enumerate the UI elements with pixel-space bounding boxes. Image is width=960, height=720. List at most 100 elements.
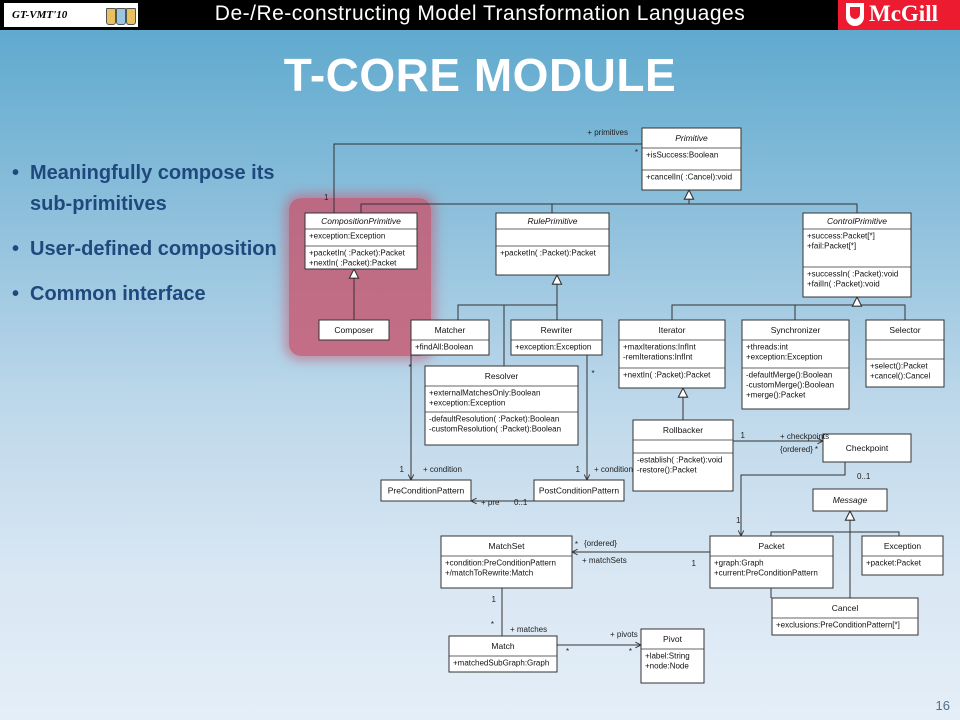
class-attribute: +fail:Packet[*]: [807, 242, 856, 251]
class-name: Pivot: [663, 634, 683, 644]
edge-label: + primitives: [587, 128, 628, 137]
edge-label: 1: [736, 516, 741, 525]
edge-label: 0..1: [514, 498, 528, 507]
class-operation: +failIn( :Packet):void: [807, 280, 880, 289]
class-operation: +successIn( :Packet):void: [807, 270, 898, 279]
class-exception: Exception +packet:Packet: [861, 535, 944, 576]
class-attribute: +exception:Exception: [746, 353, 822, 362]
class-operation: -customMerge():Boolean: [746, 381, 834, 390]
class-name: PreConditionPattern: [388, 486, 465, 496]
conference-badge-text: GT-VMT'10: [12, 9, 68, 21]
generalization-edge: [689, 203, 858, 213]
class-composer: Composer: [318, 319, 390, 341]
class-operation: +merge():Packet: [746, 391, 806, 400]
class-attribute: +findAll:Boolean: [415, 343, 473, 352]
class-name: Cancel: [832, 603, 859, 613]
generalization-edge: [457, 304, 557, 320]
class-attribute: +exclusions:PreConditionPattern[*]: [776, 621, 900, 630]
class-attribute: +success:Packet[*]: [807, 232, 875, 241]
edge-label: *: [408, 363, 411, 372]
class-operation: -customResolution( :Packet):Boolean: [429, 425, 561, 434]
class-name: Match: [491, 641, 514, 651]
class-checkpoint: Checkpoint: [822, 433, 912, 463]
class-operation: -restore():Packet: [637, 466, 697, 475]
bullet-item: • User-defined composition: [12, 234, 297, 265]
generalization-edge: [857, 304, 906, 320]
edge-label: 1: [741, 431, 746, 440]
generalization-edge: [360, 203, 689, 213]
class-name: ControlPrimitive: [827, 216, 887, 226]
class-matchset: MatchSet+condition:PreConditionPattern+/…: [440, 535, 573, 589]
class-cancel: Cancel +exclusions:PreConditionPattern[*]: [771, 597, 919, 636]
edge-label: 1: [324, 193, 329, 202]
generalization-edge: [770, 531, 850, 536]
bullet-icon: •: [12, 238, 20, 260]
beer-mug-icon: [126, 8, 136, 25]
class-name: Exception: [884, 541, 922, 551]
mcgill-logo-text: McGill: [869, 1, 938, 26]
class-name: Matcher: [435, 325, 466, 335]
edge-label: + condition: [423, 465, 462, 474]
class-postcondition: PostConditionPattern: [533, 479, 625, 502]
edge-label: 1: [492, 595, 497, 604]
top-banner: GT-VMT'10 De-/Re-constructing Model Tran…: [0, 0, 960, 30]
class-operation: -establish( :Packet):void: [637, 456, 722, 465]
class-attribute: +node:Node: [645, 662, 689, 671]
edge-label: 1: [400, 465, 405, 474]
class-attribute: +label:String: [645, 652, 690, 661]
class-matcher: Matcher +findAll:Boolean: [410, 319, 490, 356]
composition-edge: [330, 143, 642, 227]
edge-label: {ordered}: [584, 539, 617, 548]
bullet-text: Common interface: [30, 283, 206, 305]
class-attribute: +packet:Packet: [866, 559, 922, 568]
association-edge: [741, 462, 846, 536]
edge-label: 0..1: [857, 472, 871, 481]
conference-logo: GT-VMT'10: [4, 3, 138, 27]
class-name: Resolver: [485, 371, 519, 381]
class-attribute: +exception:Exception: [309, 232, 385, 241]
presentation-title: De-/Re-constructing Model Transformation…: [214, 2, 746, 25]
class-name: PostConditionPattern: [539, 486, 620, 496]
class-name: RulePrimitive: [527, 216, 577, 226]
class-operation: +cancel():Cancel: [870, 372, 930, 381]
class-attribute: +threads:int: [746, 343, 789, 352]
class-name: Primitive: [675, 133, 708, 143]
slide-title: T-CORE MODULE: [283, 49, 677, 101]
edge-label: *: [575, 540, 578, 549]
class-message: Message: [812, 488, 888, 512]
bullet-icon: •: [12, 283, 20, 305]
class-name: Synchronizer: [771, 325, 821, 335]
class-name: Composer: [334, 325, 373, 335]
beer-mug-icon: [106, 8, 116, 25]
class-name: CompositionPrimitive: [321, 216, 401, 226]
class-attribute: +matchedSubGraph:Graph: [453, 659, 549, 668]
class-selector: Selector +select():Packet+cancel():Cancel: [865, 319, 945, 388]
edge-label: *: [815, 445, 818, 454]
class-name: Rollbacker: [663, 425, 703, 435]
bullet-text: Meaningfully compose its sub-primitives: [30, 162, 275, 215]
edge-label: + checkpoints: [780, 432, 829, 441]
class-rule: RulePrimitive +packetIn( :Packet):Packet: [495, 212, 610, 276]
class-iterator: Iterator+maxIterations:InfInt-remIterati…: [618, 319, 726, 389]
class-attribute: +exception:Exception: [429, 399, 505, 408]
class-packet: Packet+graph:Graph+current:PreConditionP…: [709, 535, 834, 589]
class-attribute: +exception:Exception: [515, 343, 591, 352]
class-composition: CompositionPrimitive +exception:Exception…: [304, 212, 418, 270]
class-attribute: +maxIterations:InfInt: [623, 343, 696, 352]
class-resolver: Resolver +externalMatchesOnly:Boolean+exc…: [424, 365, 579, 446]
edge-label: *: [591, 369, 594, 378]
edge-label: + matches: [510, 625, 547, 634]
class-operation: +select():Packet: [870, 362, 928, 371]
class-pivot: Pivot +label:String+node:Node: [640, 628, 705, 684]
class-operation: +packetIn( :Packet):Packet: [309, 249, 406, 258]
class-name: Selector: [889, 325, 920, 335]
class-attribute: +externalMatchesOnly:Boolean: [429, 389, 540, 398]
bullet-text: User-defined composition: [30, 238, 277, 260]
class-name: MatchSet: [489, 541, 526, 551]
generalization-edge: [671, 304, 857, 320]
class-attribute: -remIterations:InfInt: [623, 353, 693, 362]
bullet-item: • Common interface: [12, 279, 297, 310]
edge-label: 1: [576, 465, 581, 474]
class-operation: +packetIn( :Packet):Packet: [500, 249, 597, 258]
